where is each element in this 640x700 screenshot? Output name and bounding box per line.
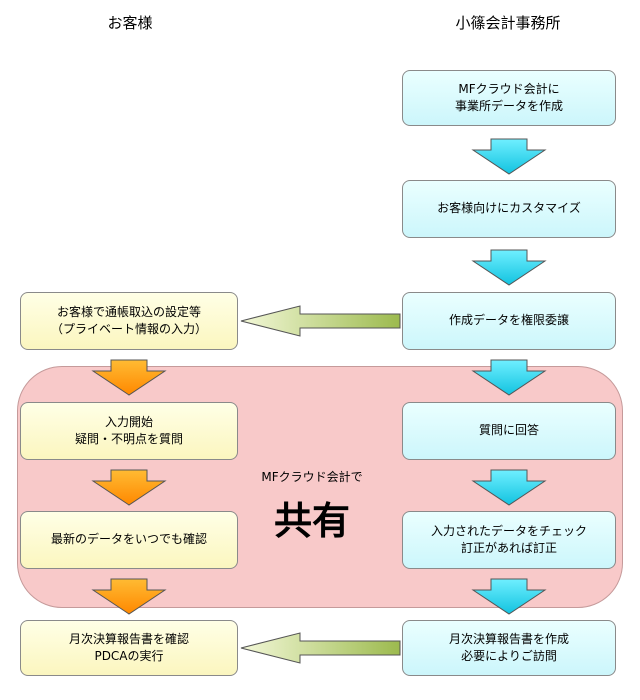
office-step-monthly-report: 月次決算報告書を作成 必要によりご訪問 xyxy=(402,620,616,676)
customer-step-bank-setup: お客様で通帳取込の設定等 （プライベート情報の入力） xyxy=(20,292,238,350)
arrow-down-cyan-3 xyxy=(471,359,547,396)
column-header-customer: お客様 xyxy=(107,14,153,32)
arrow-left-green-delegate xyxy=(240,305,401,337)
office-step-check-data: 入力されたデータをチェック 訂正があれば訂正 xyxy=(402,511,616,569)
arrow-down-cyan-5 xyxy=(471,578,547,615)
office-step-create-data: MFクラウド会計に 事業所データを作成 xyxy=(402,70,616,126)
arrow-down-cyan-2 xyxy=(471,249,547,286)
arrow-down-cyan-4 xyxy=(471,469,547,506)
office-step-answer-questions: 質問に回答 xyxy=(402,402,616,460)
customer-step-review-report: 月次決算報告書を確認 PDCAの実行 xyxy=(20,620,238,676)
customer-step-start-input: 入力開始 疑問・不明点を質問 xyxy=(20,402,238,460)
column-header-accounting-office: 小篠会計事務所 xyxy=(455,14,561,32)
customer-step-view-latest: 最新のデータをいつでも確認 xyxy=(20,511,238,569)
shared-label: MFクラウド会計で xyxy=(261,470,363,484)
arrow-down-cyan-1 xyxy=(471,138,547,175)
arrow-down-orange-3 xyxy=(91,578,167,615)
office-step-customize: お客様向けにカスタマイズ xyxy=(402,180,616,238)
office-step-delegate: 作成データを権限委譲 xyxy=(402,292,616,350)
arrow-left-green-report xyxy=(240,632,401,664)
arrow-down-orange-1 xyxy=(91,359,167,396)
arrow-down-orange-2 xyxy=(91,469,167,506)
shared-title: 共有 xyxy=(273,499,350,543)
